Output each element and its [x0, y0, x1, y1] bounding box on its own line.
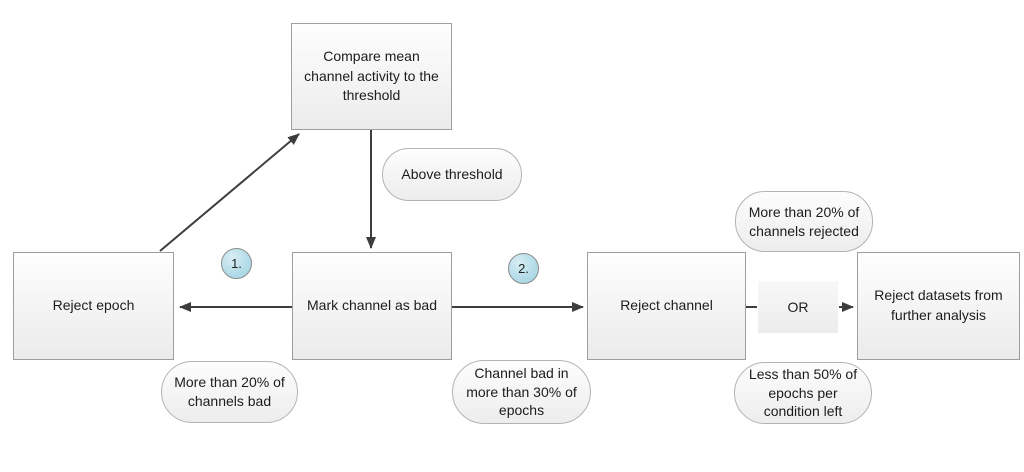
callout-channel-bad-in-30-of-epochs: Channel bad in more than 30% of epochs — [452, 360, 591, 424]
badge-step-2: 2. — [508, 253, 539, 284]
node-label: Reject epoch — [52, 297, 135, 314]
badge-label: 2. — [518, 261, 529, 276]
node-reject-epoch: Reject epoch — [13, 252, 174, 360]
node-reject-datasets: Reject datasets from further analysis — [857, 252, 1020, 360]
node-label: Reject datasets from further analysis — [874, 287, 1003, 323]
node-or-operator: OR — [758, 281, 838, 333]
callout-label: More than 20% of channels rejected — [748, 203, 860, 239]
callout-more-than-20-channels-bad: More than 20% of channels bad — [161, 361, 298, 423]
callout-label: More than 20% of channels bad — [174, 374, 285, 409]
node-reject-channel: Reject channel — [587, 252, 746, 360]
badge-step-1: 1. — [221, 248, 252, 279]
callout-label: Above threshold — [401, 166, 503, 183]
arrow-reject-epoch-to-compare — [159, 133, 300, 252]
badge-label: 1. — [231, 256, 242, 271]
callout-more-than-20-channels-rejected: More than 20% of channels rejected — [735, 191, 873, 252]
callout-label: Channel bad in more than 30% of epochs — [466, 364, 577, 419]
node-label: OR — [787, 299, 809, 315]
node-label: Compare mean channel activity to the thr… — [304, 48, 439, 104]
callout-less-than-50-epochs-per-condition-left: Less than 50% of epochs per condition le… — [734, 362, 872, 424]
callout-above-threshold: Above threshold — [382, 148, 522, 201]
node-mark-channel-as-bad: Mark channel as bad — [292, 252, 452, 360]
node-compare-mean-channel-activity: Compare mean channel activity to the thr… — [291, 23, 452, 130]
callout-label: Less than 50% of epochs per condition le… — [748, 365, 858, 420]
node-label: Mark channel as bad — [307, 297, 437, 314]
node-label: Reject channel — [620, 297, 713, 314]
